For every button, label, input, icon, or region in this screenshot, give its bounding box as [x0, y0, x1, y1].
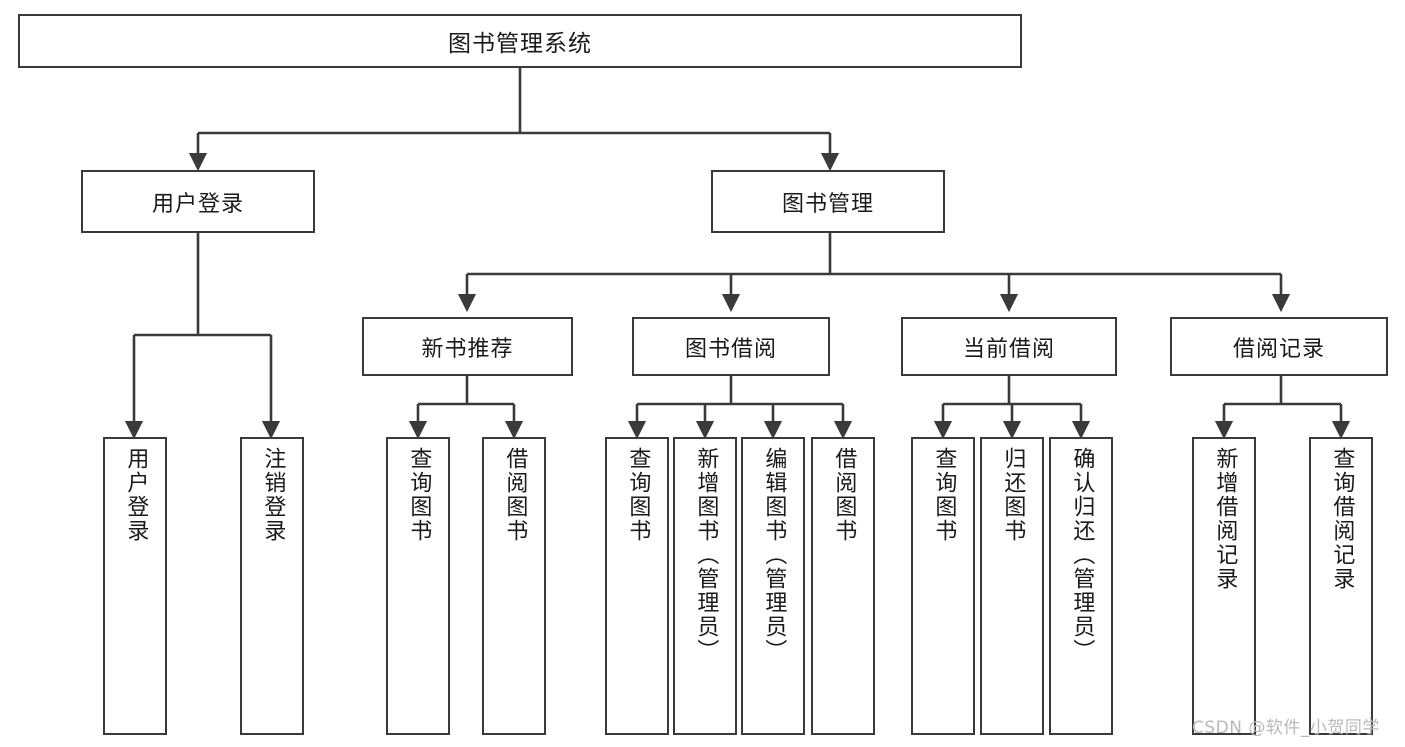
node-root-book-management-system[interactable]: 图书管理系统: [18, 14, 1022, 68]
node-label: 图书管理: [781, 191, 874, 217]
leaf-recommend-borrow-book[interactable]: 借阅图书: [482, 437, 546, 735]
leaf-record-query-borrow-record[interactable]: 查询借阅记录: [1309, 437, 1373, 735]
node-label: 确认归还（管理员）: [1069, 447, 1095, 663]
node-label: 查询图书: [406, 447, 432, 543]
leaf-recommend-query-book[interactable]: 查询图书: [386, 437, 450, 735]
node-label: 借阅记录: [1232, 336, 1325, 362]
node-borrow-record[interactable]: 借阅记录: [1170, 317, 1388, 376]
node-new-book-recommend[interactable]: 新书推荐: [362, 317, 573, 376]
node-label: 借阅图书: [502, 447, 528, 543]
node-label: 注销登录: [260, 447, 286, 543]
node-book-management[interactable]: 图书管理: [711, 170, 945, 233]
node-label: 归还图书: [1000, 447, 1026, 543]
node-label: 新增借阅记录: [1212, 447, 1238, 591]
node-label: 当前借阅: [962, 336, 1055, 362]
leaf-current-confirm-return-admin[interactable]: 确认归还（管理员）: [1049, 437, 1113, 735]
node-label: 编辑图书（管理员）: [761, 447, 787, 663]
watermark-text: CSDN @软件_小贺同学: [1192, 718, 1380, 738]
leaf-current-query-book[interactable]: 查询图书: [911, 437, 975, 735]
leaf-borrow-query-book[interactable]: 查询图书: [605, 437, 669, 735]
leaf-user-logout[interactable]: 注销登录: [240, 437, 304, 735]
node-label: 查询图书: [625, 447, 651, 543]
node-user-login[interactable]: 用户登录: [81, 170, 315, 233]
leaf-current-return-book[interactable]: 归还图书: [980, 437, 1044, 735]
leaf-record-add-borrow-record[interactable]: 新增借阅记录: [1192, 437, 1256, 735]
node-label: 用户登录: [151, 191, 244, 217]
node-label: 查询图书: [931, 447, 957, 543]
leaf-borrow-add-book-admin[interactable]: 新增图书（管理员）: [673, 437, 737, 735]
node-book-borrow[interactable]: 图书借阅: [632, 317, 830, 376]
node-label: 用户登录: [123, 447, 149, 543]
leaf-user-login[interactable]: 用户登录: [103, 437, 167, 735]
node-label: 图书管理系统: [448, 31, 592, 57]
leaf-borrow-edit-book-admin[interactable]: 编辑图书（管理员）: [741, 437, 805, 735]
node-label: 查询借阅记录: [1329, 447, 1355, 591]
node-label: 图书借阅: [684, 336, 777, 362]
node-label: 借阅图书: [831, 447, 857, 543]
leaf-borrow-borrow-book[interactable]: 借阅图书: [811, 437, 875, 735]
node-label: 新增图书（管理员）: [693, 447, 719, 663]
node-current-borrow[interactable]: 当前借阅: [901, 317, 1117, 376]
node-label: 新书推荐: [421, 336, 514, 362]
